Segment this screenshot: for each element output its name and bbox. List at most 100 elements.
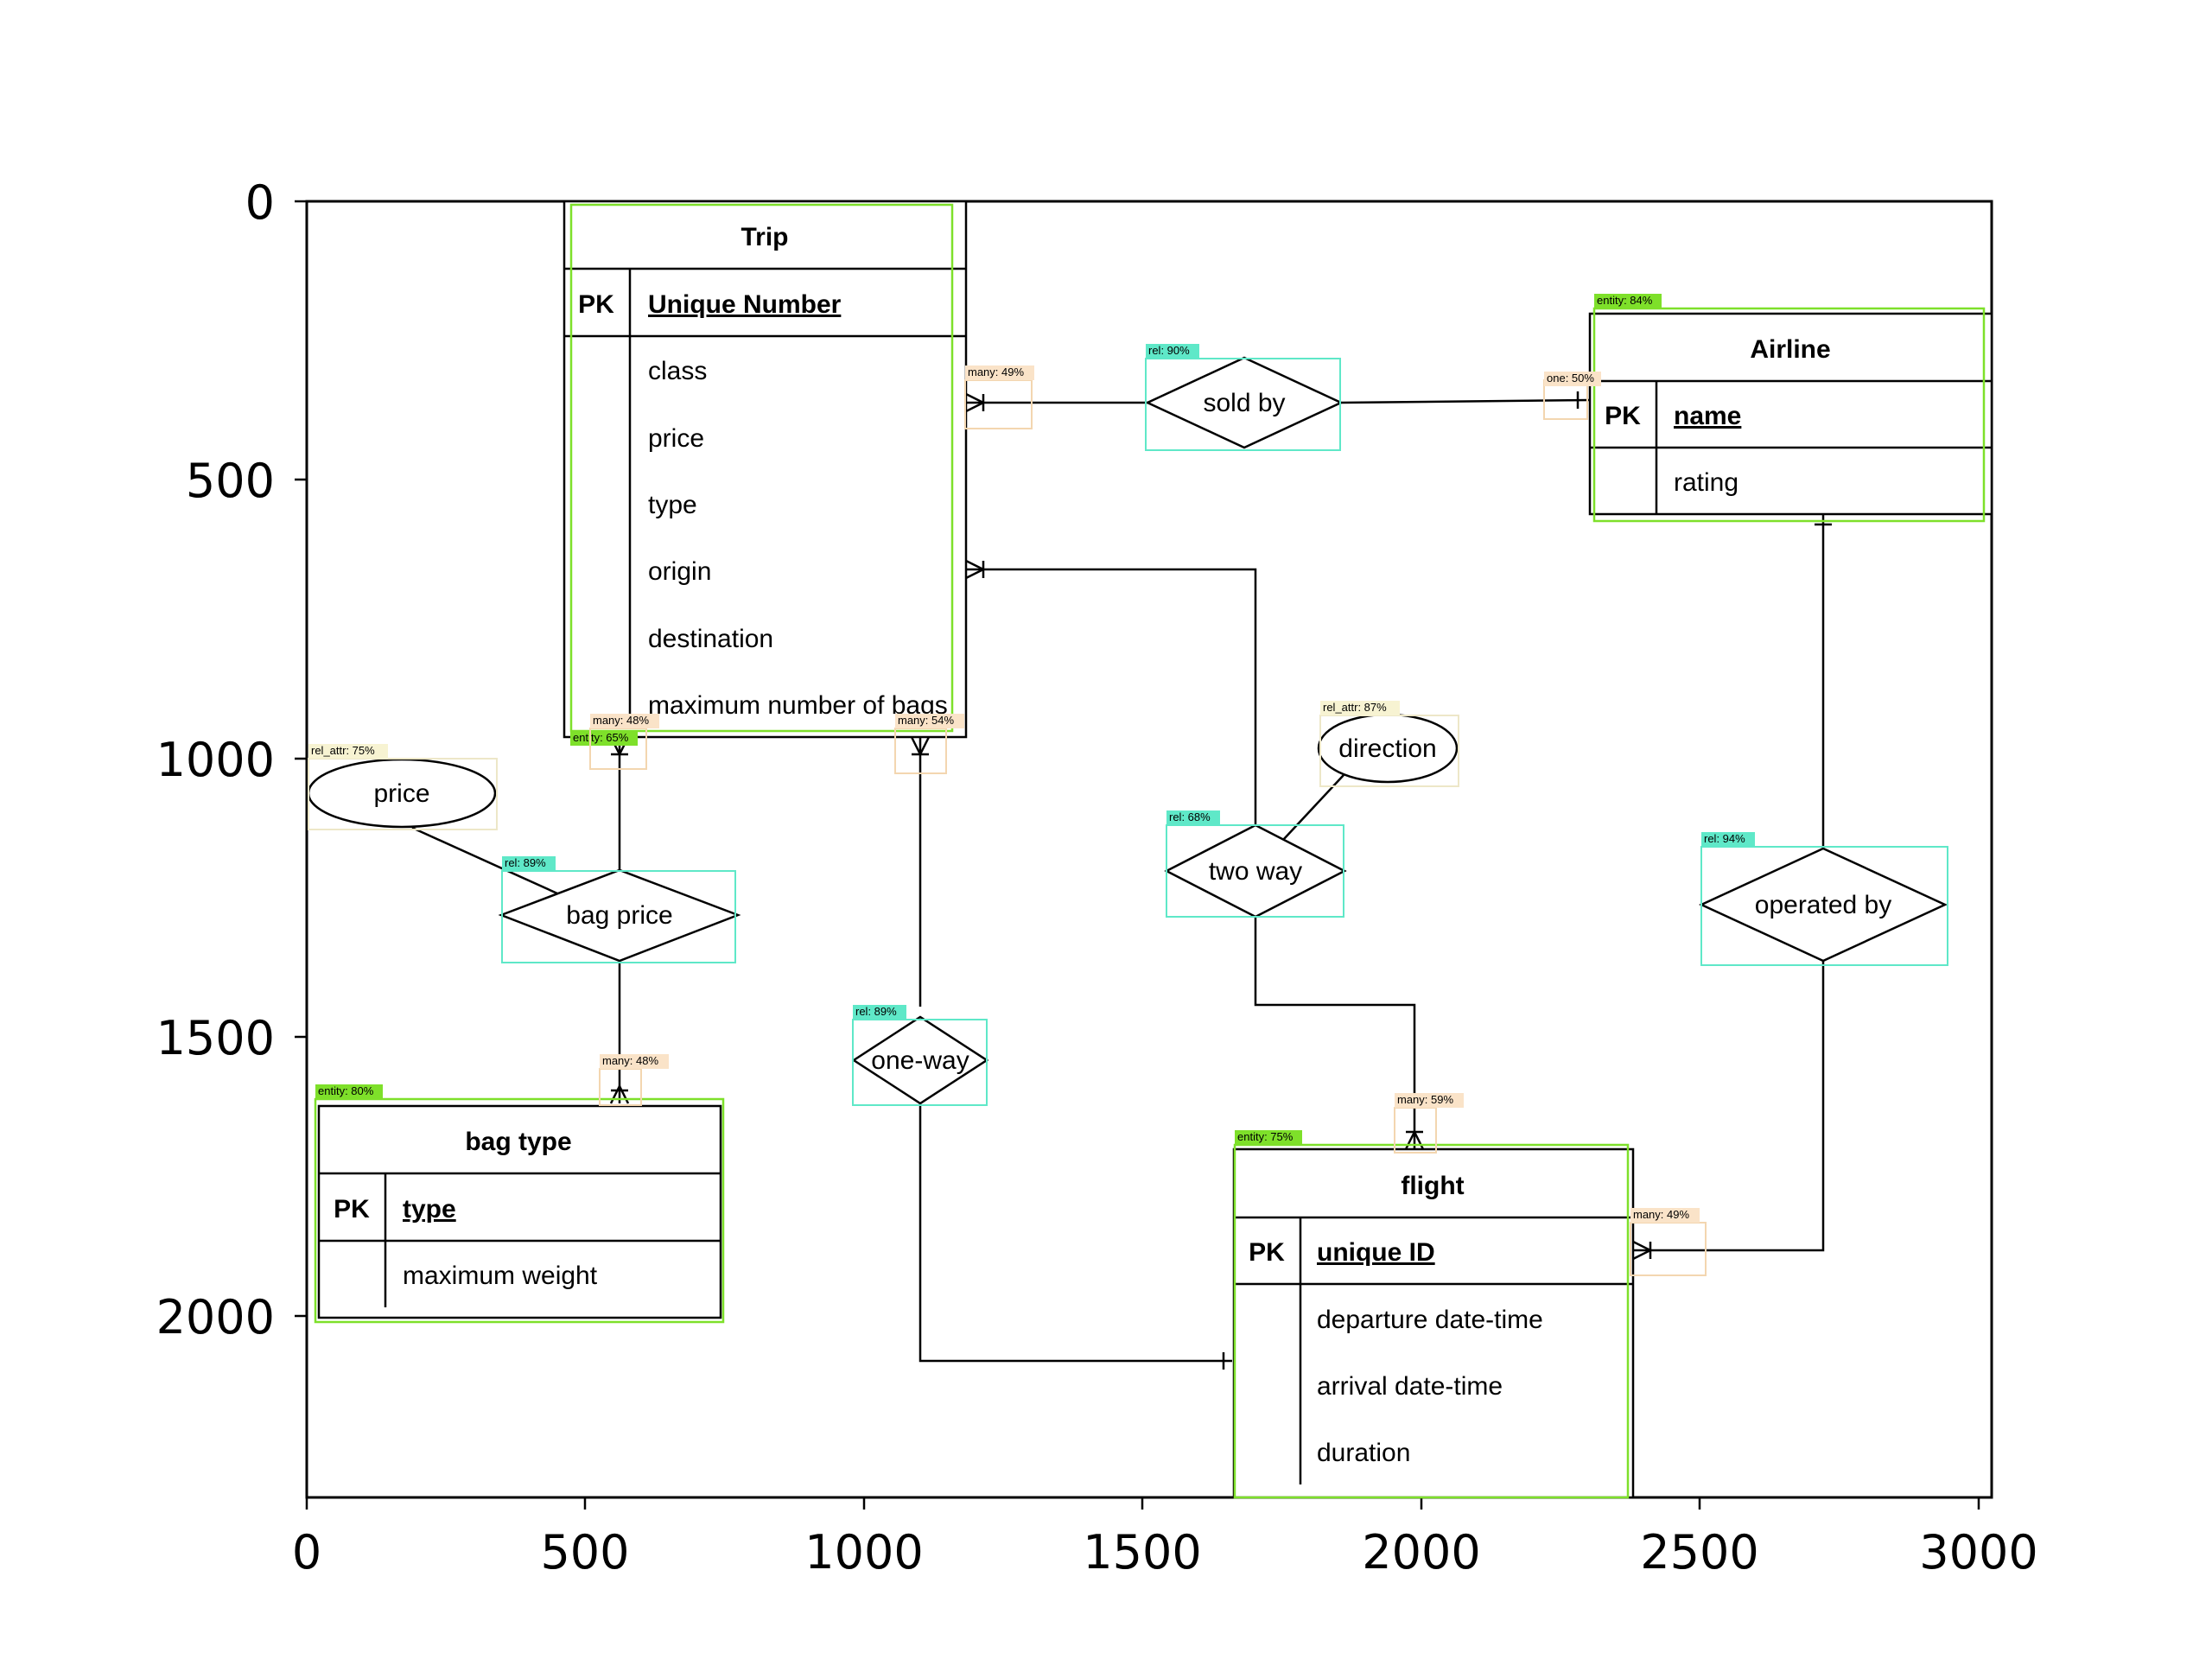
det-label: many: 49% bbox=[968, 365, 1024, 378]
detection-overlays: entity: 65% entity: 84% entity: 80% enti… bbox=[308, 203, 1986, 1499]
crowfoot-flight-operatedby bbox=[1632, 1240, 1653, 1261]
primary-key: Unique Number bbox=[648, 290, 842, 319]
x-tick-label: 2500 bbox=[1640, 1525, 1758, 1580]
det-tag-bg bbox=[1544, 372, 1601, 386]
x-axis: 0 500 1000 1500 2000 2500 3000 bbox=[292, 1497, 2038, 1580]
det-label: rel: 89% bbox=[855, 1005, 897, 1018]
crowfoot-flight-twoway bbox=[1404, 1129, 1425, 1150]
pk-label: PK bbox=[1605, 402, 1641, 430]
x-tick-label: 500 bbox=[540, 1525, 629, 1580]
relationship-label: sold by bbox=[1203, 389, 1285, 417]
crowfoot-trip-soldby bbox=[965, 392, 986, 413]
x-tick-label: 3000 bbox=[1919, 1525, 2037, 1580]
cardinality-marks bbox=[609, 391, 1832, 1370]
attribute-label: direction bbox=[1338, 734, 1436, 763]
relationship-two-way: two way bbox=[1164, 823, 1347, 918]
attribute-price: price bbox=[307, 758, 497, 829]
entity-flight: flight PK unique ID departure date-time … bbox=[1232, 1147, 1635, 1499]
det-box-bag-price bbox=[501, 870, 736, 963]
det-tag-bg bbox=[1630, 1208, 1700, 1223]
pk-label: PK bbox=[1249, 1238, 1285, 1267]
det-label: rel: 94% bbox=[1704, 832, 1745, 845]
det-label: many: 59% bbox=[1397, 1093, 1453, 1106]
det-box-card bbox=[964, 379, 1033, 429]
det-tag-bg bbox=[590, 714, 659, 728]
det-tag-bg bbox=[965, 365, 1034, 380]
pk-label: PK bbox=[334, 1195, 370, 1224]
attribute-label: price bbox=[373, 779, 429, 808]
det-label: rel: 90% bbox=[1148, 344, 1190, 357]
relationship-operated-by: operated by bbox=[1699, 847, 1948, 963]
attribute: class bbox=[648, 357, 707, 385]
relationship-one-way: one-way bbox=[851, 1015, 989, 1105]
attribute: price bbox=[648, 424, 704, 453]
attribute: arrival date-time bbox=[1317, 1372, 1503, 1401]
det-tag-bg bbox=[308, 744, 388, 759]
connector-price-bagprice bbox=[411, 826, 558, 895]
attribute: destination bbox=[648, 625, 773, 653]
det-box-two-way bbox=[1166, 824, 1344, 918]
det-tag-bg bbox=[1594, 294, 1662, 308]
crowfoot-bagtype bbox=[609, 1084, 630, 1104]
attribute: departure date-time bbox=[1317, 1306, 1543, 1334]
entity-title: bag type bbox=[465, 1128, 571, 1156]
relationship-sold-by: sold by bbox=[1145, 356, 1344, 449]
entity-airline: Airline PK name rating bbox=[1588, 312, 1993, 516]
x-tick-label: 1000 bbox=[804, 1525, 923, 1580]
det-label: one: 50% bbox=[1547, 372, 1594, 385]
attribute-direction: direction bbox=[1317, 713, 1459, 784]
det-tag-bg bbox=[502, 856, 556, 871]
relationship-label: operated by bbox=[1755, 891, 1891, 919]
connector-oneway-flight bbox=[918, 1103, 1232, 1363]
det-box-airline bbox=[1592, 307, 1986, 523]
det-tag-bg bbox=[1166, 810, 1220, 825]
det-label: entity: 80% bbox=[318, 1084, 374, 1097]
primary-key: name bbox=[1674, 402, 1741, 430]
det-box-sold-by bbox=[1145, 358, 1341, 451]
entity-trip: Trip PK Unique Number class price type o… bbox=[563, 200, 968, 739]
y-tick-label: 1000 bbox=[156, 733, 275, 787]
crowfoot-trip-twoway bbox=[965, 559, 986, 580]
entity-bag-type: bag type PK type maximum weight bbox=[317, 1104, 722, 1319]
primary-key: unique ID bbox=[1317, 1238, 1435, 1267]
x-tick-label: 2000 bbox=[1362, 1525, 1480, 1580]
det-label: rel_attr: 87% bbox=[1323, 701, 1387, 714]
primary-key: type bbox=[403, 1195, 456, 1224]
entity-trip-box bbox=[563, 200, 968, 739]
y-tick-label: 500 bbox=[186, 454, 275, 508]
det-tag-bg bbox=[1320, 701, 1400, 715]
relationship-label: one-way bbox=[871, 1046, 969, 1075]
y-tick-label: 0 bbox=[245, 175, 275, 230]
diamond-bag-price bbox=[498, 868, 741, 963]
det-label: many: 54% bbox=[898, 714, 954, 727]
det-label: entity: 65% bbox=[573, 731, 629, 744]
relationship-label: bag price bbox=[566, 901, 672, 930]
det-tag-bg bbox=[600, 1054, 669, 1069]
attribute: origin bbox=[648, 557, 711, 586]
diamond-operated-by bbox=[1699, 847, 1948, 963]
det-label: rel: 89% bbox=[505, 856, 546, 869]
y-axis: 0 500 1000 1500 2000 bbox=[156, 175, 307, 1344]
det-label: entity: 75% bbox=[1237, 1130, 1294, 1143]
det-tag-bg bbox=[853, 1005, 906, 1020]
y-tick-label: 1500 bbox=[156, 1011, 275, 1065]
det-tag-bg bbox=[1395, 1093, 1464, 1108]
det-tag-bg bbox=[315, 1084, 383, 1099]
det-box-flight bbox=[1233, 1143, 1630, 1499]
x-tick-label: 0 bbox=[292, 1525, 321, 1580]
det-tag-bg bbox=[1701, 832, 1755, 847]
attribute: duration bbox=[1317, 1439, 1410, 1467]
det-label: rel_attr: 75% bbox=[311, 744, 375, 757]
entity-title: flight bbox=[1401, 1172, 1464, 1200]
det-box-operated-by bbox=[1700, 846, 1948, 966]
plot-frame bbox=[305, 200, 1993, 1499]
connector-trip-twoway bbox=[966, 568, 1257, 825]
det-tag-bg bbox=[1235, 1130, 1302, 1145]
x-tick-label: 1500 bbox=[1083, 1525, 1201, 1580]
crowfoot-trip-oneway bbox=[910, 736, 931, 757]
det-box-card bbox=[1630, 1222, 1707, 1276]
det-tag-bg bbox=[1146, 344, 1199, 359]
det-box-trip bbox=[569, 203, 954, 733]
pk-label: PK bbox=[578, 290, 614, 319]
det-label: many: 48% bbox=[602, 1054, 658, 1067]
